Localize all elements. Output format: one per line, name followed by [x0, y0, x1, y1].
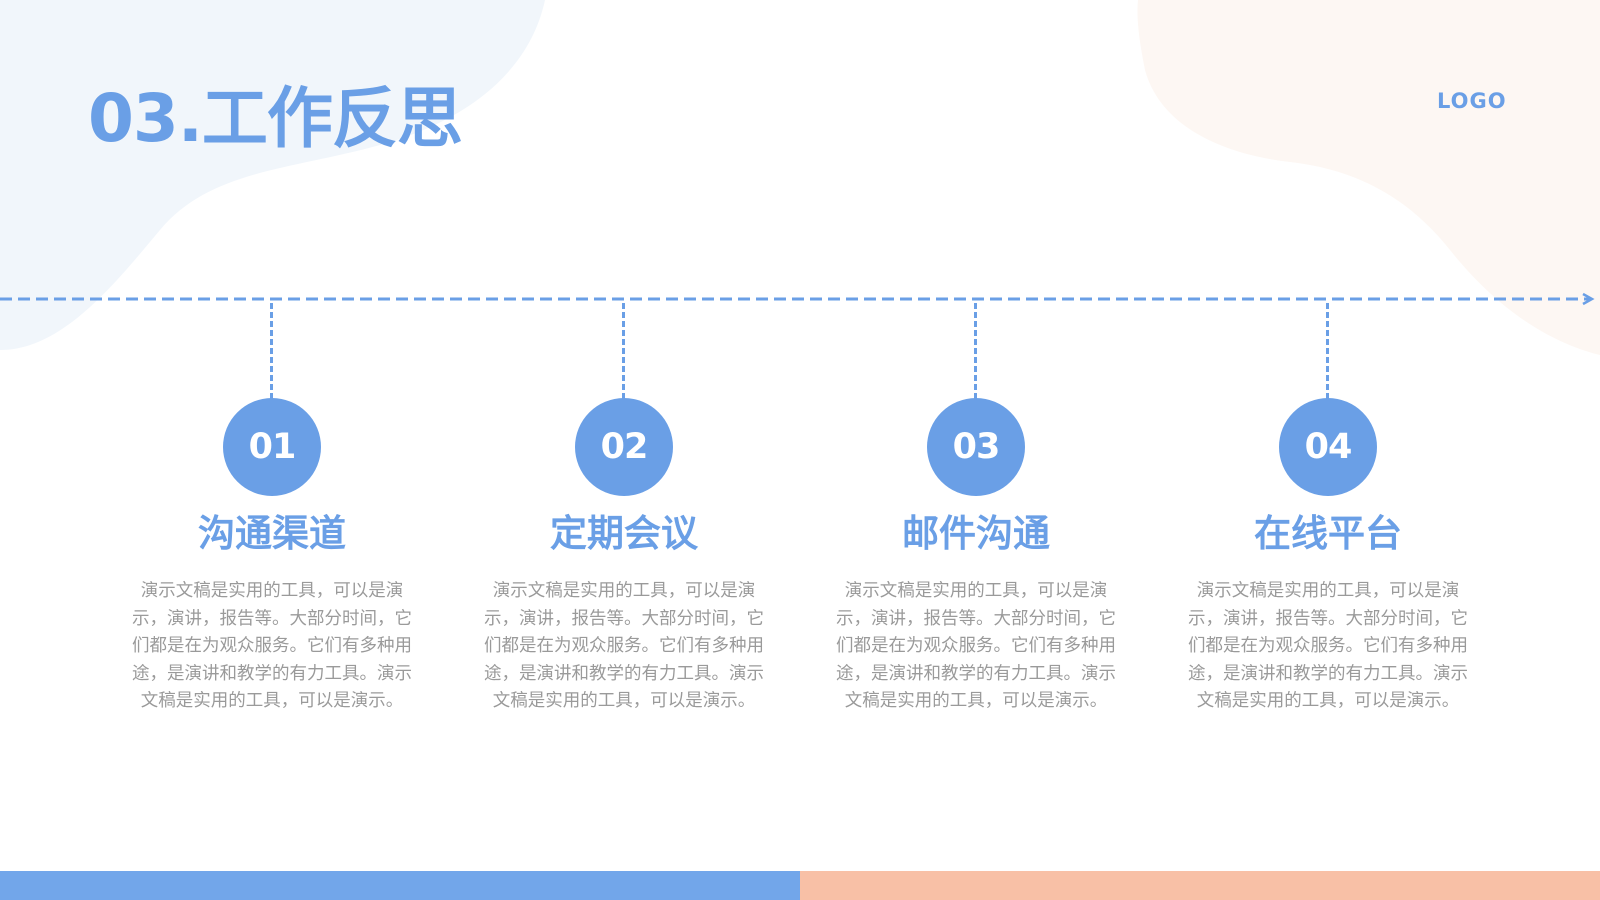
timeline-item-1: 01 沟通渠道 演示文稿是实用的工具，可以是演示，演讲，报告等。大部分时间，它们…	[122, 300, 422, 750]
connector-line	[622, 303, 625, 399]
number-text: 03	[952, 427, 1001, 467]
number-text: 02	[600, 427, 649, 467]
timeline-item-4: 04 在线平台 演示文稿是实用的工具，可以是演示，演讲，报告等。大部分时间，它们…	[1178, 300, 1478, 750]
timeline-arrow	[0, 292, 1595, 306]
number-text: 01	[248, 427, 297, 467]
footer-bar-peach	[800, 871, 1600, 900]
item-description: 演示文稿是实用的工具，可以是演示，演讲，报告等。大部分时间，它们都是在为观众服务…	[484, 581, 764, 711]
logo: LOGO	[1437, 89, 1507, 113]
item-description: 演示文稿是实用的工具，可以是演示，演讲，报告等。大部分时间，它们都是在为观众服务…	[836, 581, 1116, 711]
footer-bar-blue	[0, 871, 800, 900]
item-description: 演示文稿是实用的工具，可以是演示，演讲，报告等。大部分时间，它们都是在为观众服务…	[132, 581, 412, 711]
connector-line	[1326, 303, 1329, 399]
timeline-item-2: 02 定期会议 演示文稿是实用的工具，可以是演示，演讲，报告等。大部分时间，它们…	[474, 300, 774, 750]
decorative-blob-right	[1137, 0, 1600, 355]
connector-line	[270, 303, 273, 399]
number-badge: 03	[927, 398, 1025, 496]
timeline-item-3: 03 邮件沟通 演示文稿是实用的工具，可以是演示，演讲，报告等。大部分时间，它们…	[826, 300, 1126, 750]
item-heading: 邮件沟通	[902, 512, 1050, 555]
item-heading: 沟通渠道	[198, 512, 346, 555]
connector-line	[974, 303, 977, 399]
item-description: 演示文稿是实用的工具，可以是演示，演讲，报告等。大部分时间，它们都是在为观众服务…	[1188, 581, 1468, 711]
item-heading: 在线平台	[1254, 512, 1402, 555]
page-title: 03.工作反思	[88, 80, 463, 157]
number-text: 04	[1304, 427, 1353, 467]
item-heading: 定期会议	[550, 512, 698, 555]
number-badge: 01	[223, 398, 321, 496]
number-badge: 02	[575, 398, 673, 496]
decorative-blob-left	[0, 0, 545, 350]
number-badge: 04	[1279, 398, 1377, 496]
